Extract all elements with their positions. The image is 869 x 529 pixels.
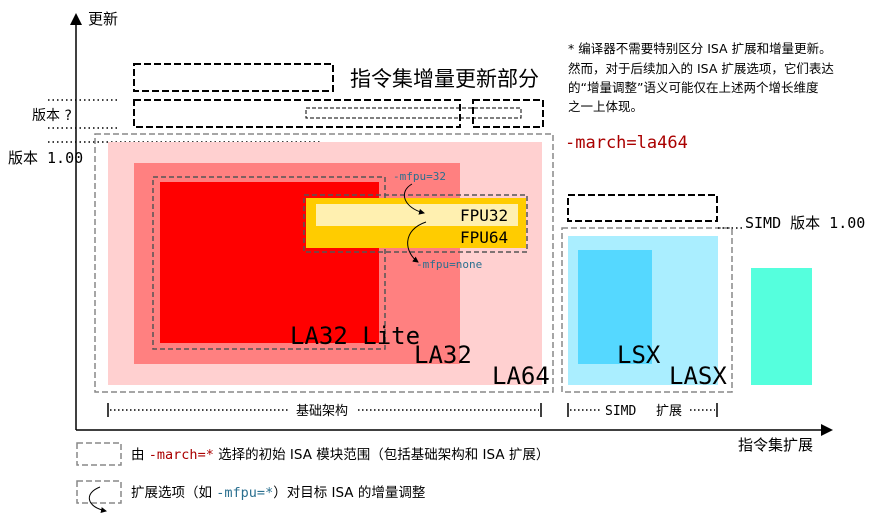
base-architecture: FPU32 FPU64 -mfpu=32 -mfpu=none LA32 Lit… [108,142,550,390]
simd-bracket-label-simd: SIMD [605,404,636,419]
simd-incremental-box [567,194,718,222]
legend-mfpu-text: 扩展选项（如 -mfpu=*）对目标 ISA 的增量调整 [131,485,425,501]
mfpu-32-arrow [403,183,425,215]
simd-outline [561,227,733,393]
incremental-title: 指令集增量更新部分 [350,67,539,91]
brackets: 基础架构 SIMD 扩展 [107,403,718,419]
note-line-2: 然而，对于后续加入的 ISA 扩展选项，它们表达 [568,61,834,76]
incremental-update-boxes: 指令集增量更新部分 [133,63,544,128]
legend-march-swatch [76,442,122,466]
mfpu-32-label: -mfpu=32 [393,170,446,183]
legend-mfpu-post: ）对目标 ISA 的增量调整 [273,485,425,501]
la32-lite-outline [152,176,386,350]
y-axis-label: 更新 [88,10,118,28]
la32-label: LA32 [414,341,472,369]
note-line-4: 之一上体现。 [568,99,643,114]
legend-mfpu-pre: 扩展选项（如 [131,485,216,501]
legend-mfpu-swatch [76,480,122,504]
legend-march-code: -march=* [149,447,214,463]
x-axis-label: 指令集扩展 [738,436,813,454]
future-extension-region [751,268,812,385]
incremental-box-left [133,99,461,128]
simd-version-label: SIMD 版本 1.00 [745,214,865,232]
simd-bracket-label-ext: 扩展 [656,404,682,419]
legend: 由 -march=* 选择的初始 ISA 模块范围（包括基础架构和 ISA 扩展… [76,442,549,513]
axes: 更新 指令集扩展 [70,10,833,454]
fpu32-region [316,204,518,226]
march-label: -march=la464 [565,133,688,153]
legend-mfpu-code: -mfpu=* [216,485,273,501]
fpu32-label: FPU32 [460,206,508,225]
la32-lite-label: LA32 Lite [290,322,420,350]
lasx-label: LASX [669,362,727,390]
base-bracket-label: 基础架构 [296,404,348,419]
legend-march-text: 由 -march=* 选择的初始 ISA 模块范围（包括基础架构和 ISA 扩展… [131,446,549,463]
march-scope-outline [94,133,554,393]
la64-label: LA64 [492,362,550,390]
lsx-region [578,250,652,364]
fpu-outline [303,194,528,253]
legend-mfpu-arrow [89,486,107,513]
incremental-box-right [472,99,544,128]
version-100-label: 版本 1.00 [8,149,83,167]
lsx-label: LSX [617,341,661,369]
version-unknown-label: 版本 ? [32,108,72,124]
simd-extensions: LSX LASX SIMD 版本 1.00 [561,194,865,393]
note: * 编译器不需要特别区分 ISA 扩展和增量更新。 然而，对于后续加入的 ISA… [568,41,834,114]
note-line-3: 的“增量调整”语义可能仅在上述两个增长维度 [568,80,819,95]
mfpu-none-arrow [407,221,427,263]
version-guides: 版本 ? 版本 1.00 [8,99,320,167]
incremental-box-top [133,63,334,92]
legend-march-post: 选择的初始 ISA 模块范围（包括基础架构和 ISA 扩展） [214,446,550,463]
mfpu-none-label: -mfpu=none [416,258,482,271]
note-line-1: * 编译器不需要特别区分 ISA 扩展和增量更新。 [568,41,832,56]
incremental-box-inner [305,107,522,119]
fpu64-label: FPU64 [460,228,508,247]
legend-march-pre: 由 [131,447,149,463]
